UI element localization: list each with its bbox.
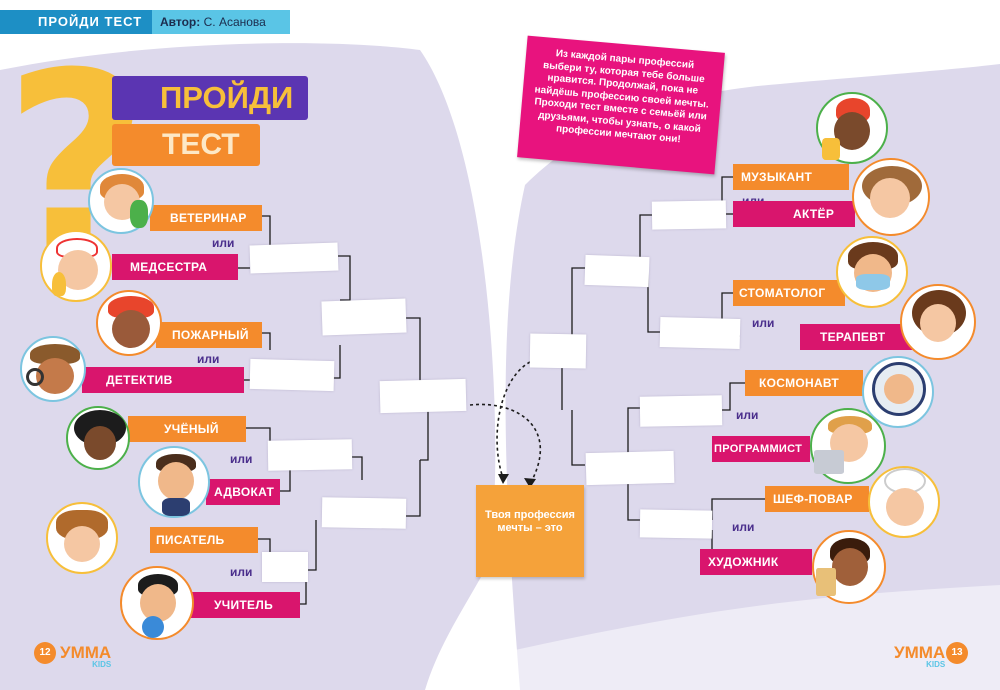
dream-profession-box: Твоя профессия мечты – это: [476, 485, 584, 577]
dotted-arrows: [469, 361, 542, 485]
label-programmist: ПРОГРАММИСТ: [712, 436, 810, 462]
label-hudozhnik: ХУДОЖНИК: [700, 549, 812, 575]
avatar-stomatolog: [836, 236, 908, 308]
or-text: или: [212, 236, 235, 250]
avatar-terapevt: [900, 284, 976, 360]
avatar-detektiv: [20, 336, 86, 402]
or-text: или: [230, 452, 253, 466]
label-medsestra: МЕДСЕСТРА: [112, 254, 238, 280]
or-text: или: [230, 565, 253, 579]
avatar-ucheny: [66, 406, 130, 470]
answer-box[interactable]: [321, 298, 407, 336]
or-text: или: [752, 316, 775, 330]
title-line-1: ПРОЙДИ: [112, 76, 308, 120]
answer-box[interactable]: [267, 439, 353, 471]
arrow-head-icon: [498, 474, 509, 484]
label-uchitel: УЧИТЕЛЬ: [190, 592, 300, 618]
brand-logo: УММА KIDS: [894, 644, 945, 669]
avatar-uchitel: [120, 566, 194, 640]
or-text: или: [736, 408, 759, 422]
or-text: или: [197, 352, 220, 366]
avatar-akter: [852, 158, 930, 236]
or-text: или: [732, 520, 755, 534]
author-line: Автор: С. Асанова: [160, 10, 266, 34]
avatar-veterinar: [88, 168, 154, 234]
section-title: ПРОЙДИ ТЕСТ: [0, 10, 152, 34]
answer-box[interactable]: [659, 316, 741, 350]
label-ucheny: УЧЁНЫЙ: [128, 416, 246, 442]
label-muzykant: МУЗЫКАНТ: [733, 164, 849, 190]
label-advokat: АДВОКАТ: [206, 479, 280, 505]
avatar-shef-povar: [868, 466, 940, 538]
logo-main: УММА: [60, 643, 112, 662]
answer-box[interactable]: [249, 358, 335, 392]
avatar-advokat: [138, 446, 210, 518]
answer-box[interactable]: [529, 333, 587, 369]
answer-box[interactable]: [585, 450, 675, 486]
label-akter: АКТЁР: [733, 201, 855, 227]
label-kosmonavt: КОСМОНАВТ: [745, 370, 863, 396]
page-number-left: 12: [34, 642, 56, 664]
avatar-programmist: [810, 408, 886, 484]
avatar-medsestra: [40, 230, 112, 302]
answer-box[interactable]: [651, 200, 727, 230]
label-stomatolog: СТОМАТОЛОГ: [733, 280, 845, 306]
avatar-muzykant: [816, 92, 888, 164]
label-pozharny: ПОЖАРНЫЙ: [156, 322, 262, 348]
label-terapevt: ТЕРАПЕВТ: [800, 324, 912, 350]
label-veterinar: ВЕТЕРИНАР: [150, 205, 262, 231]
title-line-2: ТЕСТ: [112, 124, 260, 166]
answer-box[interactable]: [262, 552, 308, 582]
avatar-pisatel: [46, 502, 118, 574]
label-shef-povar: ШЕФ-ПОВАР: [765, 486, 869, 512]
instruction-note: Из каждой пары профессий выбери ту, кото…: [517, 35, 725, 175]
logo-sub: KIDS: [926, 660, 946, 669]
page-number-right: 13: [946, 642, 968, 664]
answer-box[interactable]: [584, 254, 650, 288]
logo-main: УММА: [894, 643, 946, 662]
answer-box[interactable]: [379, 378, 467, 414]
label-detektiv: ДЕТЕКТИВ: [82, 367, 244, 393]
author-label: Автор:: [160, 15, 201, 29]
avatar-kosmonavt: [862, 356, 934, 428]
label-pisatel: ПИСАТЕЛЬ: [150, 527, 258, 553]
arrow-head-icon: [524, 478, 536, 488]
answer-box[interactable]: [249, 242, 339, 274]
brand-logo: УММА KIDS: [60, 644, 111, 669]
avatar-pozharny: [96, 290, 162, 356]
answer-box[interactable]: [639, 509, 713, 539]
answer-box[interactable]: [639, 395, 723, 427]
author-name: С. Асанова: [203, 15, 266, 29]
logo-sub: KIDS: [92, 660, 112, 669]
answer-box[interactable]: [321, 497, 407, 529]
avatar-hudozhnik: [812, 530, 886, 604]
